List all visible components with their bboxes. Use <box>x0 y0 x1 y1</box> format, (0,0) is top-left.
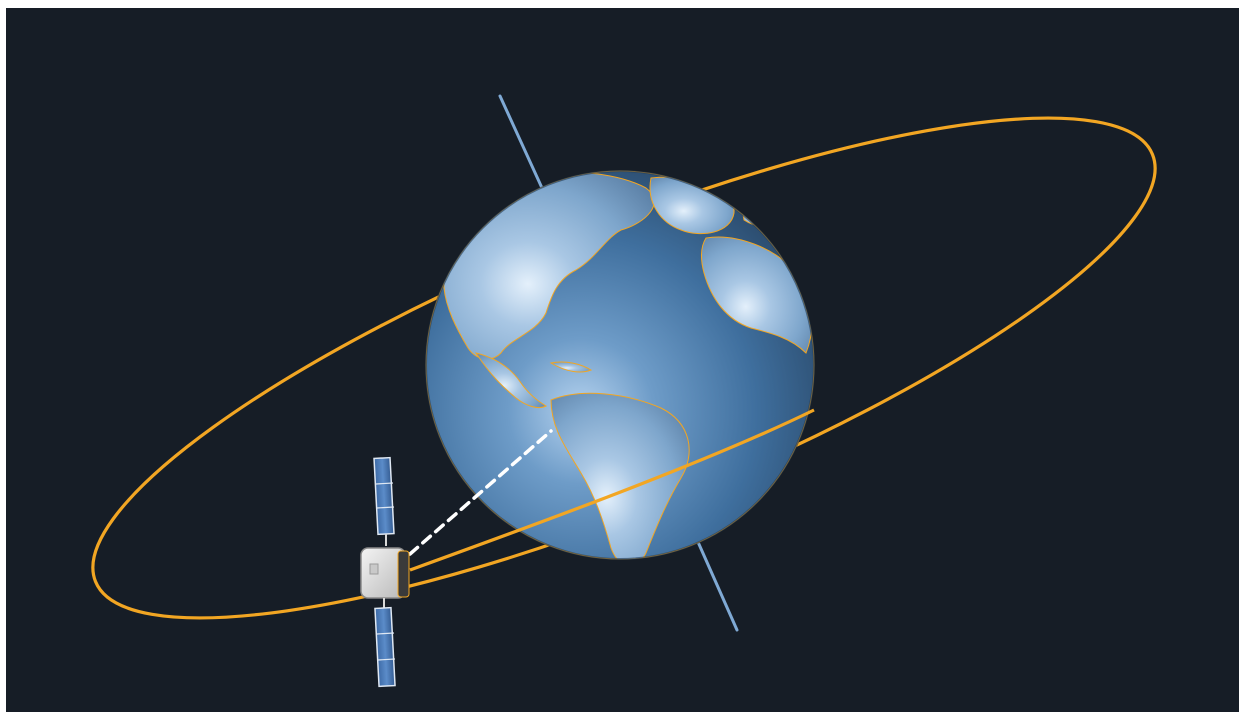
caribbean-islands <box>549 361 593 373</box>
solar-panel-lower <box>374 598 396 688</box>
rotation-axis-south <box>696 540 739 632</box>
orbit-scene <box>91 94 1157 688</box>
satellite-bus <box>360 547 410 599</box>
rotation-axis-north <box>498 94 544 190</box>
north-america-land <box>443 171 655 360</box>
south-america-land <box>550 392 690 559</box>
signal-beam <box>408 429 553 556</box>
scene-frame <box>6 8 1239 712</box>
africa-land <box>701 236 813 354</box>
central-america-land <box>474 352 548 409</box>
orbit-front <box>409 408 815 572</box>
satellite <box>360 456 410 688</box>
solar-panel-upper <box>373 456 395 546</box>
earth-globe <box>425 170 815 560</box>
